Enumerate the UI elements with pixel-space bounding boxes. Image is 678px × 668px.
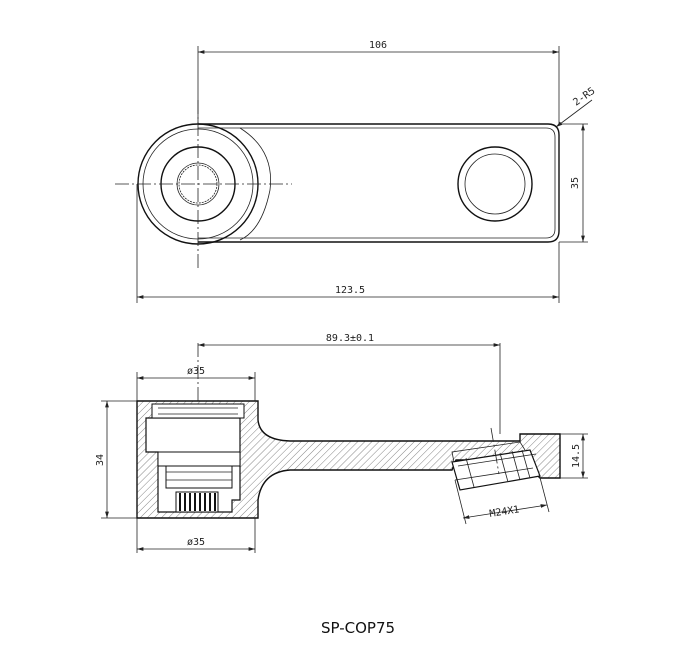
dim-dia-bottom-label: ø35: [187, 537, 205, 548]
hub-race: [165, 465, 233, 489]
thread-line: [454, 467, 534, 481]
hub-seal: [157, 451, 241, 467]
dim-35-label: 35: [570, 177, 581, 189]
thread-line: [457, 453, 537, 467]
thread-callout: M24X1: [454, 469, 550, 525]
dim-34-label: 34: [95, 454, 106, 466]
sprocket-teeth: [175, 491, 219, 513]
dim-893-label: 89.3±0.1: [326, 333, 374, 344]
right-pivot-outer: [457, 146, 533, 222]
arm-inner-outline: [198, 127, 556, 239]
thread-line: [465, 457, 475, 488]
thread-label: M24X1: [489, 504, 520, 520]
dim-106-label: 106: [369, 40, 387, 51]
arm-outline: [198, 123, 560, 243]
pivot-axis: [490, 427, 500, 475]
thread-ext: [537, 469, 550, 513]
threaded-pivot: [451, 441, 541, 491]
radius-leader: [555, 99, 593, 128]
part-number-title: SP-COP75: [321, 619, 395, 637]
radius-label: 2-R5: [571, 86, 597, 109]
dim-dia-top-label: ø35: [187, 366, 205, 377]
hub-tangent-arc: [239, 127, 272, 241]
top-view: 106 35 2-R5 123.5: [115, 40, 597, 303]
dim-145-label: 14.5: [571, 444, 582, 468]
top-bearing: [151, 403, 245, 419]
thread-line: [521, 449, 531, 479]
thread-line: [511, 450, 521, 481]
right-pivot-inner: [464, 153, 526, 215]
pivot-cap: [451, 441, 526, 463]
dim-1235-label: 123.5: [335, 285, 365, 296]
thread-dim-line: [462, 504, 548, 519]
thread-line: [499, 452, 509, 483]
section-view: 89.3±0.1 ø35 34 ø35 14.5 M24X1: [95, 333, 588, 553]
